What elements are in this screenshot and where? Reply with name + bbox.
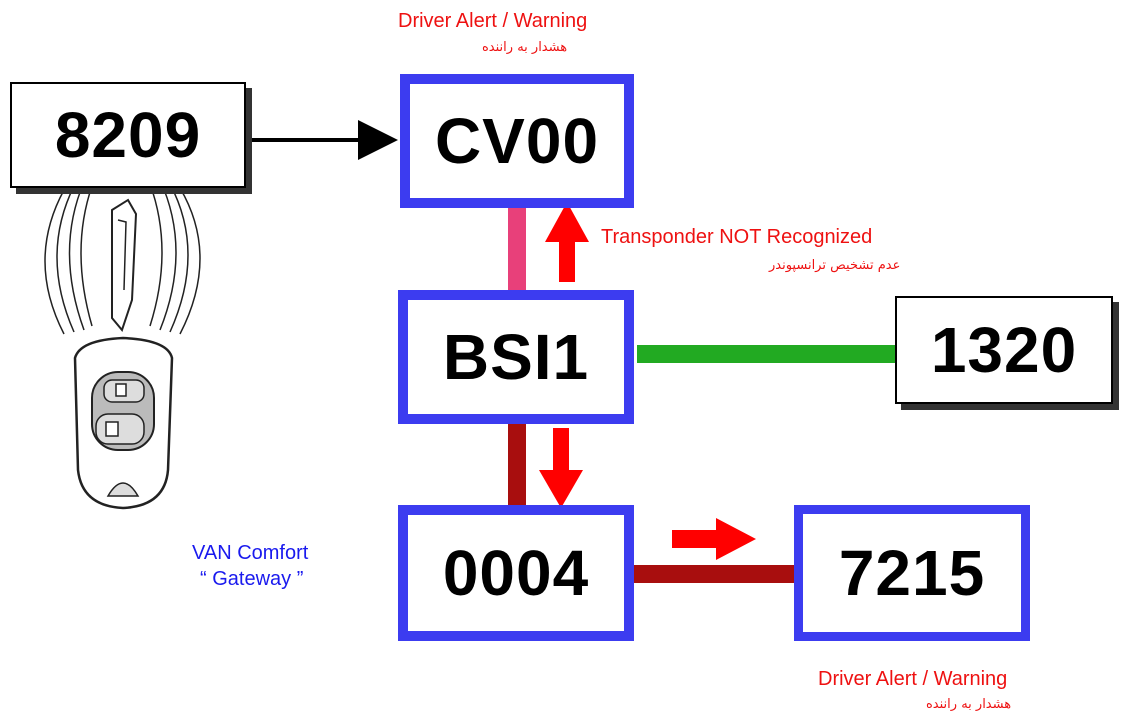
gateway-label: “ Gateway ” [200, 568, 303, 591]
node-0004: 0004 [398, 505, 634, 641]
link-cv00-bsi1 [508, 202, 526, 292]
top-alert-label-fa: هشدار به راننده [482, 40, 567, 55]
node-7215: 7215 [794, 505, 1030, 641]
red-right-arrow [672, 518, 756, 560]
van-comfort-label: VAN Comfort [192, 542, 308, 565]
node-8209: 8209 [10, 82, 246, 188]
link-bsi1-1320 [637, 345, 895, 363]
transponder-label: Transponder NOT Recognized [601, 226, 872, 249]
bottom-alert-label: Driver Alert / Warning [818, 668, 1007, 691]
node-1320: 1320 [895, 296, 1113, 404]
transponder-label-fa: عدم تشخیص ترانسپوندر [769, 258, 900, 273]
red-down-arrow [539, 428, 583, 508]
node-bsi1: BSI1 [398, 290, 634, 424]
bottom-alert-label-fa: هشدار به راننده [926, 697, 1011, 712]
node-cv00: CV00 [400, 74, 634, 208]
red-up-arrow [545, 202, 589, 282]
link-bsi1-0004 [508, 420, 526, 510]
top-alert-label: Driver Alert / Warning [398, 10, 587, 33]
link-0004-7215 [634, 565, 794, 583]
car-key-fob-icon [45, 180, 200, 508]
